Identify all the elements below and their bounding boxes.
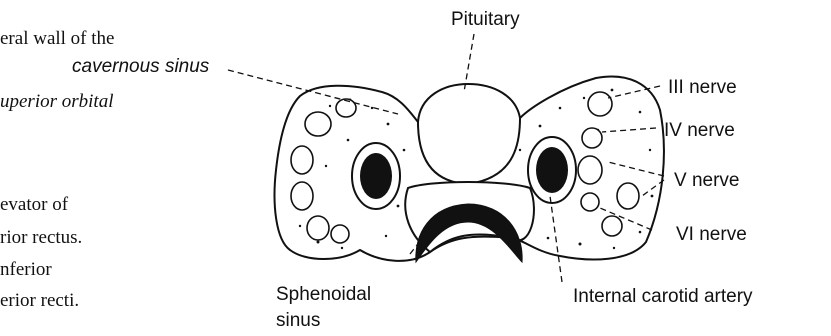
left-text-line5: rior rectus. [0, 227, 82, 248]
left-text-line4: evator of [0, 194, 69, 215]
label-sphenoidal-1: Sphenoidal [276, 284, 371, 305]
left-text-line1: eral wall of the [0, 28, 114, 49]
carotid-lumen-left [360, 153, 392, 199]
carotid-lumen-right [536, 147, 568, 193]
label-pituitary: Pituitary [451, 9, 520, 30]
nerve-v-circle-1 [578, 156, 602, 184]
nerve-left-5 [307, 216, 329, 240]
nerve-left-3 [291, 146, 313, 174]
nerve-v-circle-2 [617, 183, 639, 209]
nerve-iii-circle [588, 92, 612, 116]
label-nerve-iv: IV nerve [664, 120, 735, 141]
nerve-left-2 [336, 99, 356, 117]
label-carotid: Internal carotid artery [573, 286, 753, 307]
nerve-vi-circle [581, 193, 599, 211]
label-sphenoidal-2: sinus [276, 310, 320, 331]
nerve-left-4 [291, 182, 313, 210]
label-nerve-vi: VI nerve [676, 224, 747, 245]
left-text-line6: nferior [0, 259, 52, 280]
nerve-right-6 [602, 216, 622, 236]
left-text-line3: uperior orbital [0, 91, 113, 112]
nerve-left-6 [331, 225, 349, 243]
nerve-left-1 [305, 112, 331, 136]
left-text-line2: cavernous sinus [72, 56, 210, 77]
cavernous-sinus-section [275, 76, 664, 262]
left-text-line7: erior recti. [0, 290, 79, 311]
label-nerve-iii: III nerve [668, 77, 737, 98]
nerve-iv-circle [582, 128, 602, 148]
label-nerve-v: V nerve [674, 170, 739, 191]
